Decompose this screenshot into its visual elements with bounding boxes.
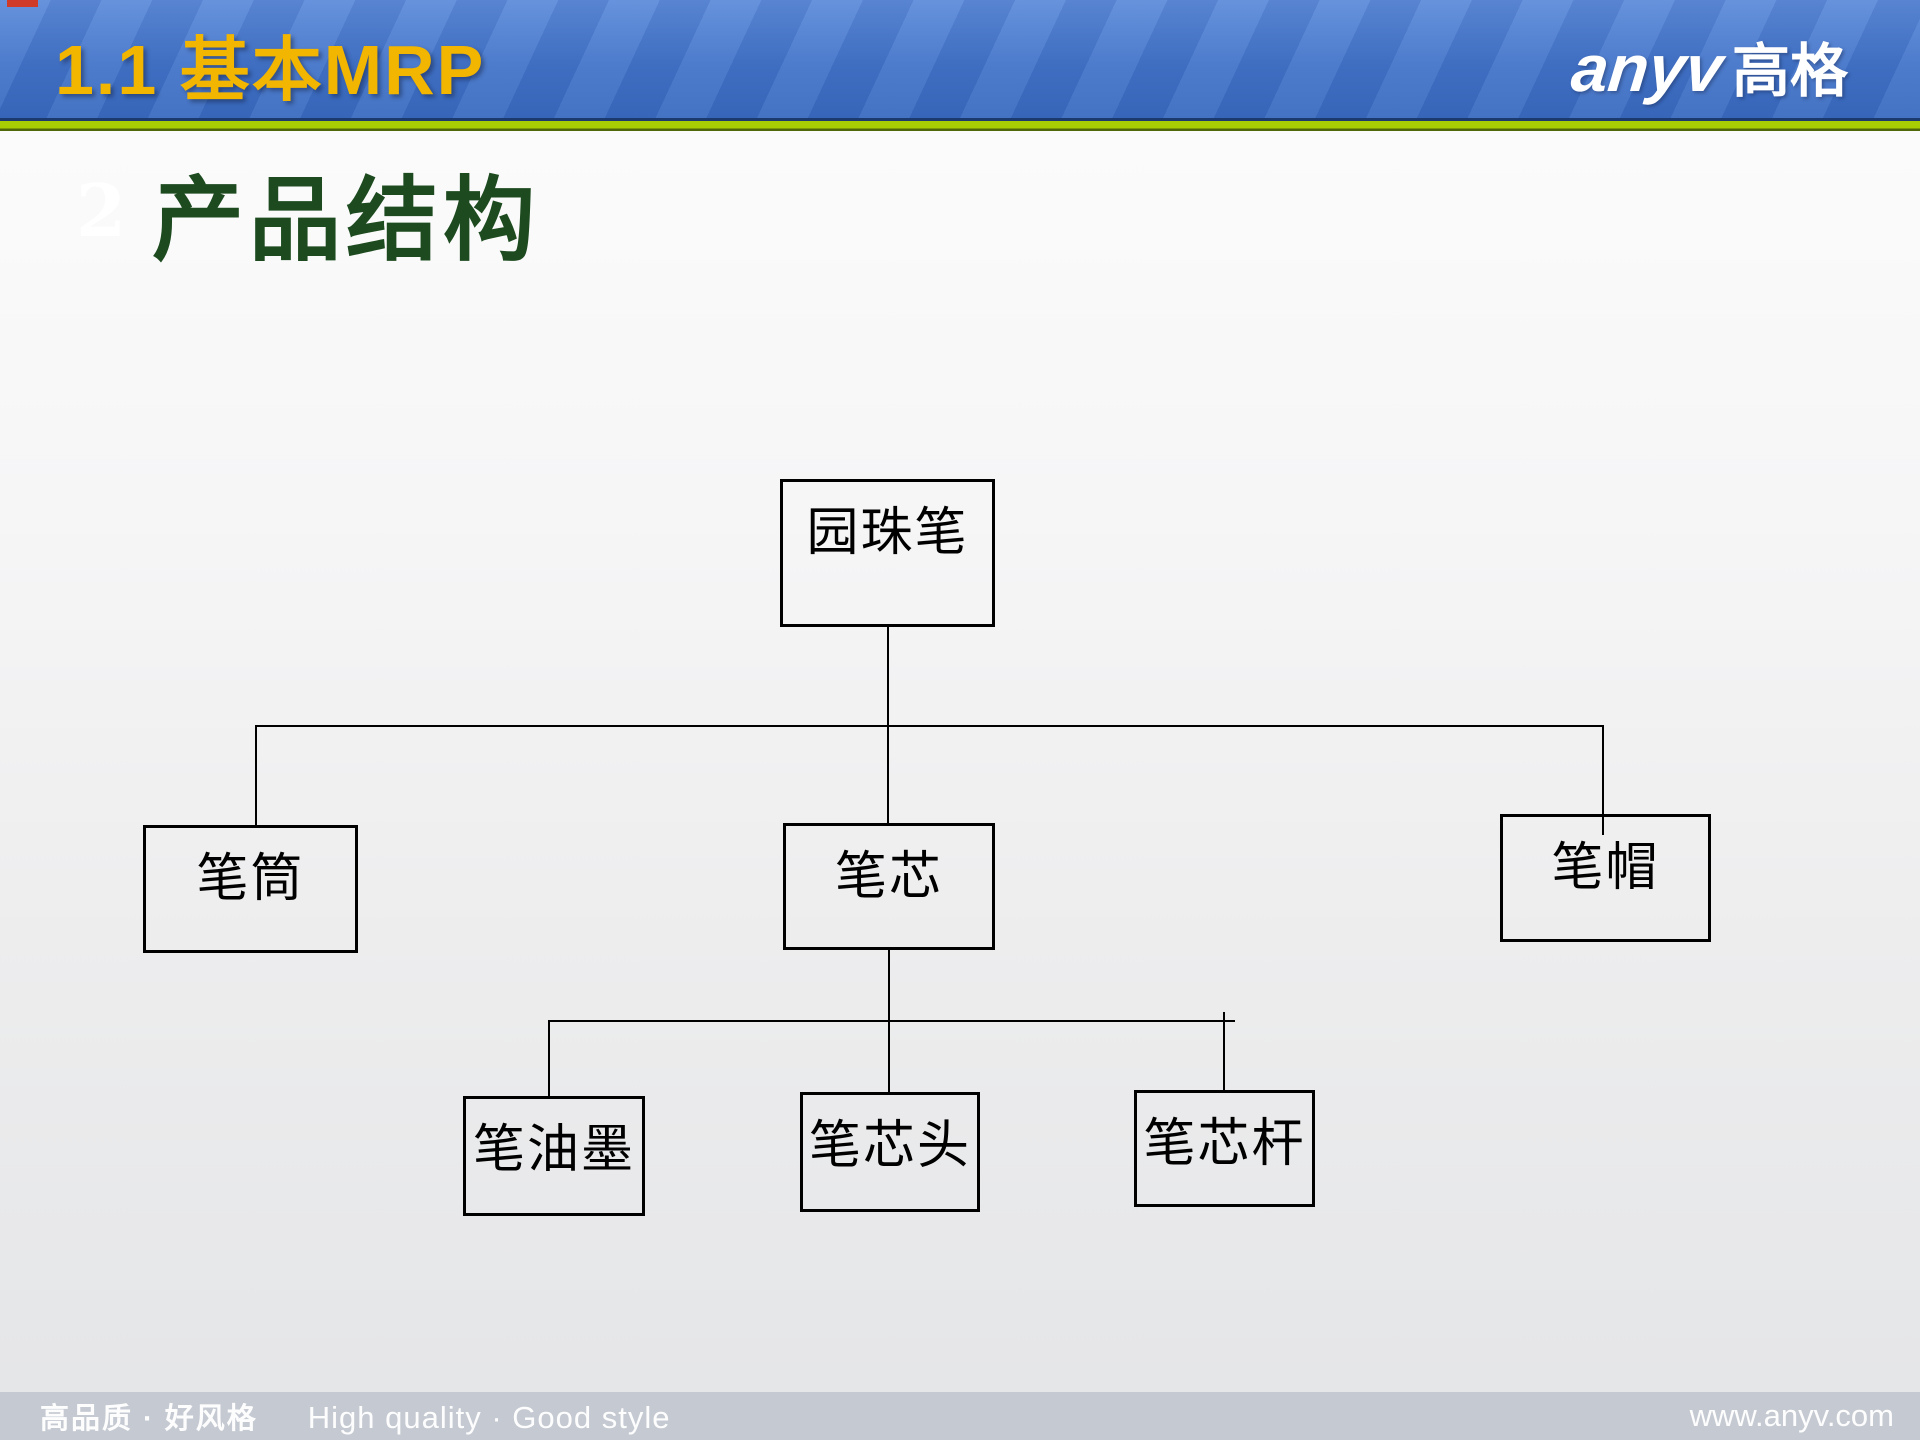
node-refill: 笔芯: [783, 823, 995, 950]
footer-website: www.anyv.com: [1689, 1398, 1894, 1433]
slide-header: 1.1 基本MRP anyv 高格: [0, 0, 1920, 118]
node-pen-cap: 笔帽: [1500, 814, 1711, 942]
footer-tagline-cn: 高品质 · 好风格: [40, 1403, 258, 1435]
page-title: 1.1 基本MRP: [55, 31, 486, 109]
node-refill-tip: 笔芯头: [800, 1092, 980, 1212]
corner-accent: [7, 0, 38, 7]
connector-to-tip: [888, 1020, 890, 1094]
footer-tagline-en: High quality · Good style: [307, 1400, 671, 1435]
node-pen-ink: 笔油墨: [463, 1096, 645, 1216]
connector-to-cap: [1602, 725, 1604, 835]
connector-refill-down: [888, 950, 890, 1022]
node-pen-barrel: 笔筒: [143, 825, 358, 953]
footer-taglines: 高品质 · 好风格 High quality · Good style: [40, 1395, 671, 1437]
node-refill-rod: 笔芯杆: [1134, 1090, 1315, 1207]
footer-bar: 高品质 · 好风格 High quality · Good style www.…: [0, 1392, 1920, 1440]
section-title: 产品结构: [152, 166, 541, 274]
node-ballpoint-pen: 园珠笔: [780, 479, 995, 627]
connector-level2-horizontal: [548, 1020, 1235, 1022]
connector-to-ink: [548, 1020, 550, 1098]
connector-level1-horizontal: [255, 725, 1604, 727]
connector-to-barrel: [255, 725, 257, 827]
header-divider: [0, 118, 1920, 131]
connector-to-rod: [1223, 1012, 1225, 1092]
brand-logo: anyv 高格: [1568, 24, 1848, 108]
logo-brand-cn-text: 高格: [1731, 37, 1848, 105]
slide-number: 2: [76, 168, 127, 253]
